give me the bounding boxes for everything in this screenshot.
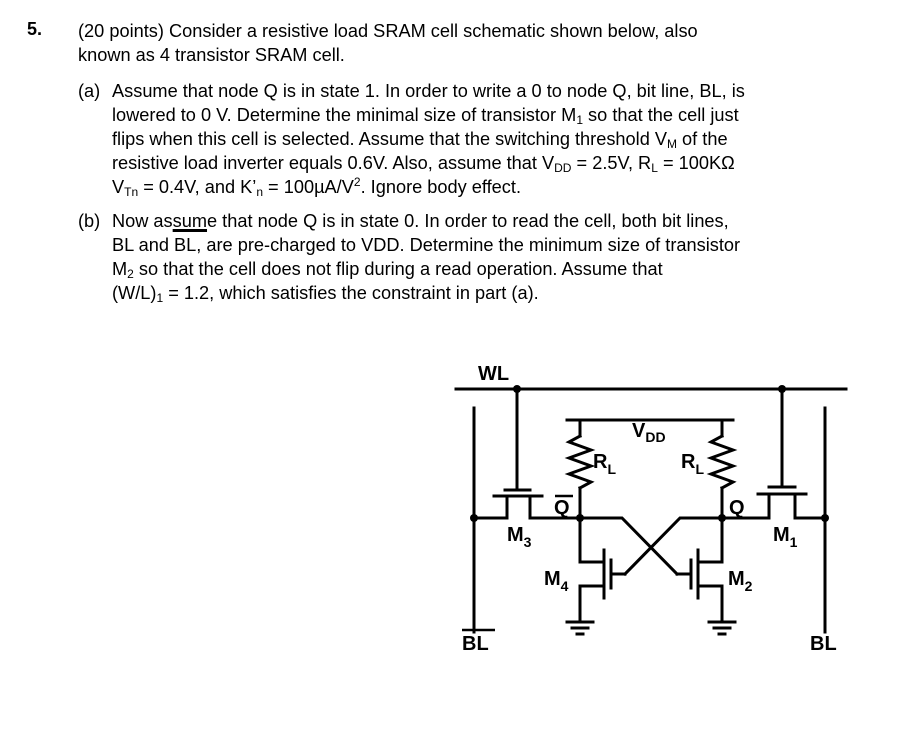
part-a-line-2: lowered to 0 V. Determine the minimal si… [112,105,739,127]
label-wordline: WL [478,363,509,385]
part-a-line-3: flips when this cell is selected. Assume… [112,129,728,151]
part-a-line-4: resistive load inverter equals 0.6V. Als… [112,153,735,175]
resistor-right [706,433,738,491]
label-rl-right: RL [681,451,704,477]
resistor-left [564,433,596,491]
part-b-label: (b) [78,211,101,231]
part-b-line-1: Now assume that node Q is in state 0. In… [112,211,729,231]
label-m3: M3 [507,524,532,550]
part-b: (b) Now assume that node Q is in state 0.… [78,209,740,305]
label-m2: M2 [728,568,753,594]
label-rl-left: RL [593,451,616,477]
label-q: Q [729,497,745,519]
label-m1: M1 [773,524,798,550]
part-b-line-2: BL and BL, are pre-charged to VDD. Deter… [112,235,741,255]
label-bl: BL [810,633,837,655]
part-b-line-3: M2 so that the cell does not flip during… [112,259,663,281]
cross-wire-q-to-m4 [622,516,724,577]
label-vdd: VDD [632,420,666,445]
label-m4: M4 [544,568,569,594]
label-q-bar: Q [554,497,570,519]
part-a-label: (a) [78,81,101,101]
question-intro: (20 points) Consider a resistive load SR… [78,19,698,67]
question-number: 5. [27,19,43,39]
intro-line-2: known as 4 transistor SRAM cell. [78,45,345,65]
intro-line-1: (20 points) Consider a resistive load SR… [78,21,698,41]
part-b-line-4: (W/L)1 = 1.2, which satisfies the constr… [112,283,539,305]
label-bl-bar: BL [462,633,489,655]
part-a-line-5: VTn = 0.4V, and K’n = 100µA/V2. Ignore b… [112,175,521,199]
cross-wire-qbar-to-m2 [578,516,680,577]
part-a: (a) Assume that node Q is in state 1. In … [78,79,745,199]
part-a-line-1: Assume that node Q is in state 1. In ord… [112,81,745,101]
